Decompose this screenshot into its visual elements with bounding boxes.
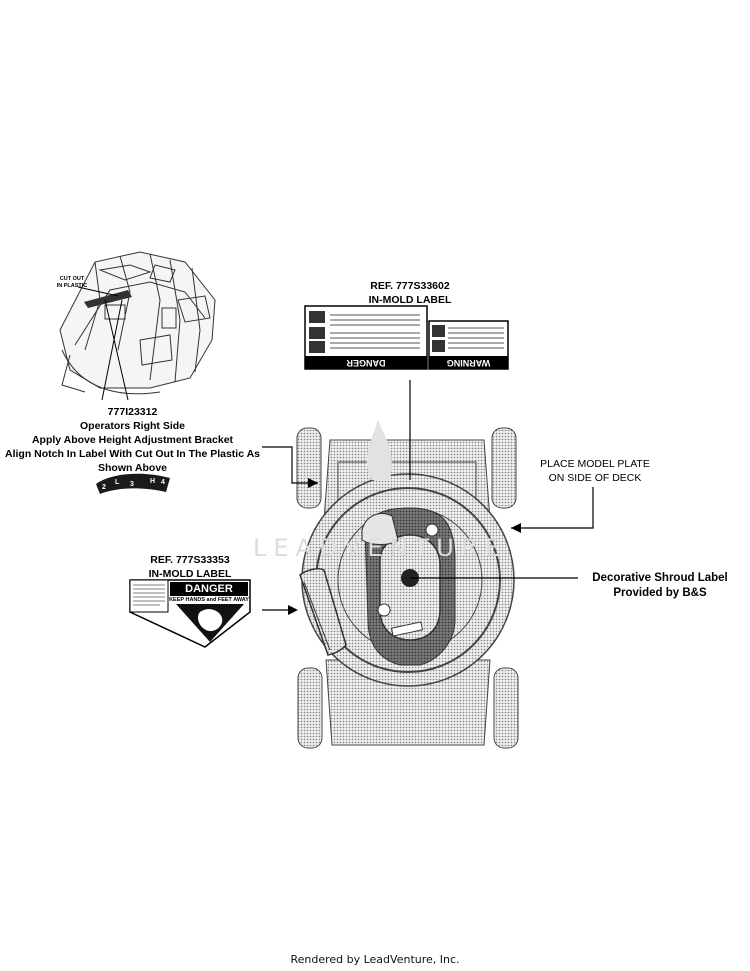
height-decal-chars: 2 L 3 H 4 (100, 478, 170, 492)
top-danger-word: DANGER (346, 358, 386, 368)
top-in-mold-label (304, 305, 509, 370)
left-line-2: Apply Above Height Adjustment Bracket (31, 434, 234, 446)
height-decal (96, 473, 170, 494)
left-line-3: Align Notch In Label With Cut Out In The… (4, 448, 261, 460)
decal-char-3: 3 (130, 481, 134, 488)
left-line-1: Operators Right Side (79, 420, 185, 432)
cut-out-line-2: IN PLASTIC (56, 283, 88, 289)
left-part-number: 777I23312 (107, 406, 158, 418)
mower-illustration (296, 427, 519, 749)
leader-model-plate (511, 487, 594, 529)
decal-char-h: H (150, 478, 156, 485)
decal-char-l: L (115, 479, 120, 486)
shroud-line-1: Decorative Shroud Label (592, 572, 728, 584)
top-label-caption: REF. 777S33602 IN-MOLD LABEL (330, 279, 490, 307)
shroud-line-2: Provided by B&S (613, 587, 707, 599)
watermark-flame (366, 420, 392, 480)
model-plate-line-1: PLACE MODEL PLATE (540, 458, 650, 470)
bottom-danger-label (129, 579, 251, 648)
cut-out-label: CUT OUT IN PLASTIC (52, 276, 92, 290)
leader-model-plate-arrowhead (511, 523, 521, 533)
top-type: IN-MOLD LABEL (368, 294, 452, 306)
bottom-type: IN-MOLD LABEL (148, 568, 232, 580)
leader-decal-1 (104, 299, 129, 401)
bottom-label-caption: REF. 777S33353 IN-MOLD LABEL (120, 553, 260, 581)
top-warning-word: WARNING (446, 358, 491, 368)
leader-decal-2 (101, 299, 123, 401)
bottom-danger-word: DANGER (185, 583, 233, 595)
cut-out-line-1: CUT OUT (59, 276, 85, 282)
bottom-ref: REF. 777S33353 (150, 554, 230, 566)
decal-char-4: 4 (161, 479, 165, 486)
leader-cut-out (77, 286, 119, 297)
bottom-danger-sub: KEEP HANDS and FEET AWAY (169, 597, 249, 603)
model-plate-line-2: ON SIDE OF DECK (548, 472, 642, 484)
model-plate-note: PLACE MODEL PLATE ON SIDE OF DECK (520, 457, 670, 485)
left-line-4: Shown Above (97, 462, 168, 474)
leader-left-label (262, 446, 318, 484)
leader-bottom-arrowhead (288, 605, 298, 615)
decal-char-2: 2 (102, 484, 106, 491)
left-label-block: 777I23312 Operators Right Side Apply Abo… (0, 405, 265, 475)
footer-credit: Rendered by LeadVenture, Inc. (290, 953, 460, 966)
watermark-text: LEADVENTURE (253, 534, 507, 562)
bracket-decal-mark (84, 290, 132, 308)
height-adjustment-bracket-illustration (59, 251, 216, 395)
top-ref: REF. 777S33602 (370, 280, 450, 292)
leader-left-arrowhead (308, 478, 318, 488)
shroud-note: Decorative Shroud Label Provided by B&S (575, 571, 745, 601)
